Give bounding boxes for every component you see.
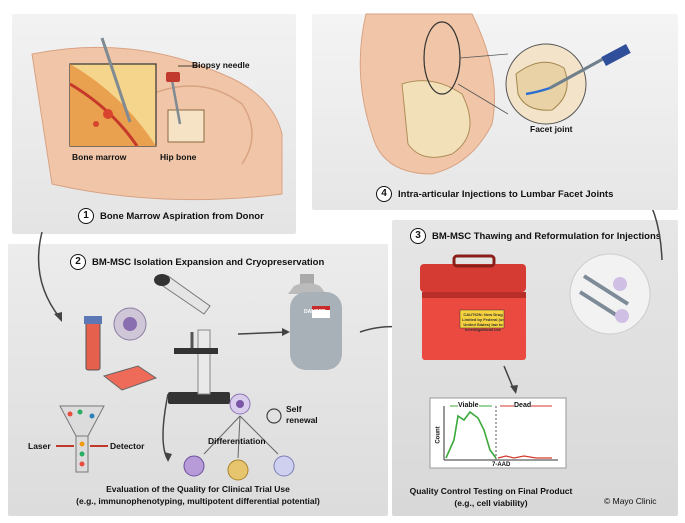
injection-needle — [549, 52, 613, 90]
thawing-illustration — [420, 180, 663, 469]
copyright-text: © Mayo Clinic — [604, 496, 657, 506]
cooler-caution-label: CAUTION: New Drug Limited by Federal (or… — [462, 312, 504, 332]
panel-isolation-expansion: 2 BM-MSC Isolation Expansion and Cryopre… — [8, 244, 409, 516]
microscope-icon — [154, 274, 230, 404]
culture-flask — [102, 365, 158, 391]
self-renewal-label: Self renewal — [286, 404, 318, 425]
syringes-icon — [569, 253, 651, 335]
facet-joint-label: Facet joint — [530, 124, 573, 134]
viable-label: Viable — [458, 402, 479, 409]
tank-warning-label: DANGER — [304, 309, 326, 315]
step-title-2: BM-MSC Isolation Expansion and Cryoprese… — [92, 257, 325, 268]
tube-cap — [84, 316, 102, 324]
qc-caption-line2: (e.g., cell viability) — [454, 498, 528, 508]
plot-ylabel: Count — [435, 426, 442, 444]
flow-cytometer-icon — [56, 405, 108, 473]
facet-injection-illustration — [359, 13, 631, 175]
plot-xlabel: 7-AAD — [492, 462, 511, 468]
viability-plot — [429, 397, 567, 469]
step-title-3: BM-MSC Thawing and Reformulation for Inj… — [432, 231, 662, 242]
panel-bone-marrow-aspiration: Biopsy needle Bone marrow Hip bone 1 Bon… — [12, 14, 296, 234]
differentiation-cells — [183, 393, 295, 481]
evaluation-caption-line1: Evaluation of the Quality for Clinical T… — [106, 484, 290, 494]
aspiration-illustration — [31, 37, 283, 201]
evaluation-caption-line2: (e.g., immunophenotyping, multipotent di… — [76, 496, 320, 506]
qc-caption-line1: Quality Control Testing on Final Product — [409, 486, 573, 496]
hip-bone-label: Hip bone — [160, 152, 197, 162]
cryo-tank-icon — [288, 274, 342, 370]
step-number-2: 2 — [70, 254, 86, 270]
step-title-1: Bone Marrow Aspiration from Donor — [100, 211, 264, 222]
differentiation-label: Differentiation — [208, 436, 266, 446]
detector-label: Detector — [110, 441, 145, 451]
culture-illustration — [56, 274, 409, 481]
panel-thawing-reformulation: 3 BM-MSC Thawing and Reformulation for I… — [392, 180, 678, 516]
needle-label: Biopsy needle — [192, 60, 250, 70]
step-number-3: 3 — [410, 228, 426, 244]
panel-facet-injection: Facet joint 4 Intra-articular Injections… — [312, 13, 678, 210]
step-number-4: 4 — [376, 186, 392, 202]
step-number-1: 1 — [78, 208, 94, 224]
cooler-box-icon — [420, 254, 526, 360]
bone-marrow-label: Bone marrow — [72, 152, 127, 162]
step-title-4: Intra-articular Injections to Lumbar Fac… — [398, 189, 614, 200]
laser-label: Laser — [28, 441, 51, 451]
centrifuge-tube — [85, 321, 101, 371]
dead-label: Dead — [514, 402, 532, 409]
